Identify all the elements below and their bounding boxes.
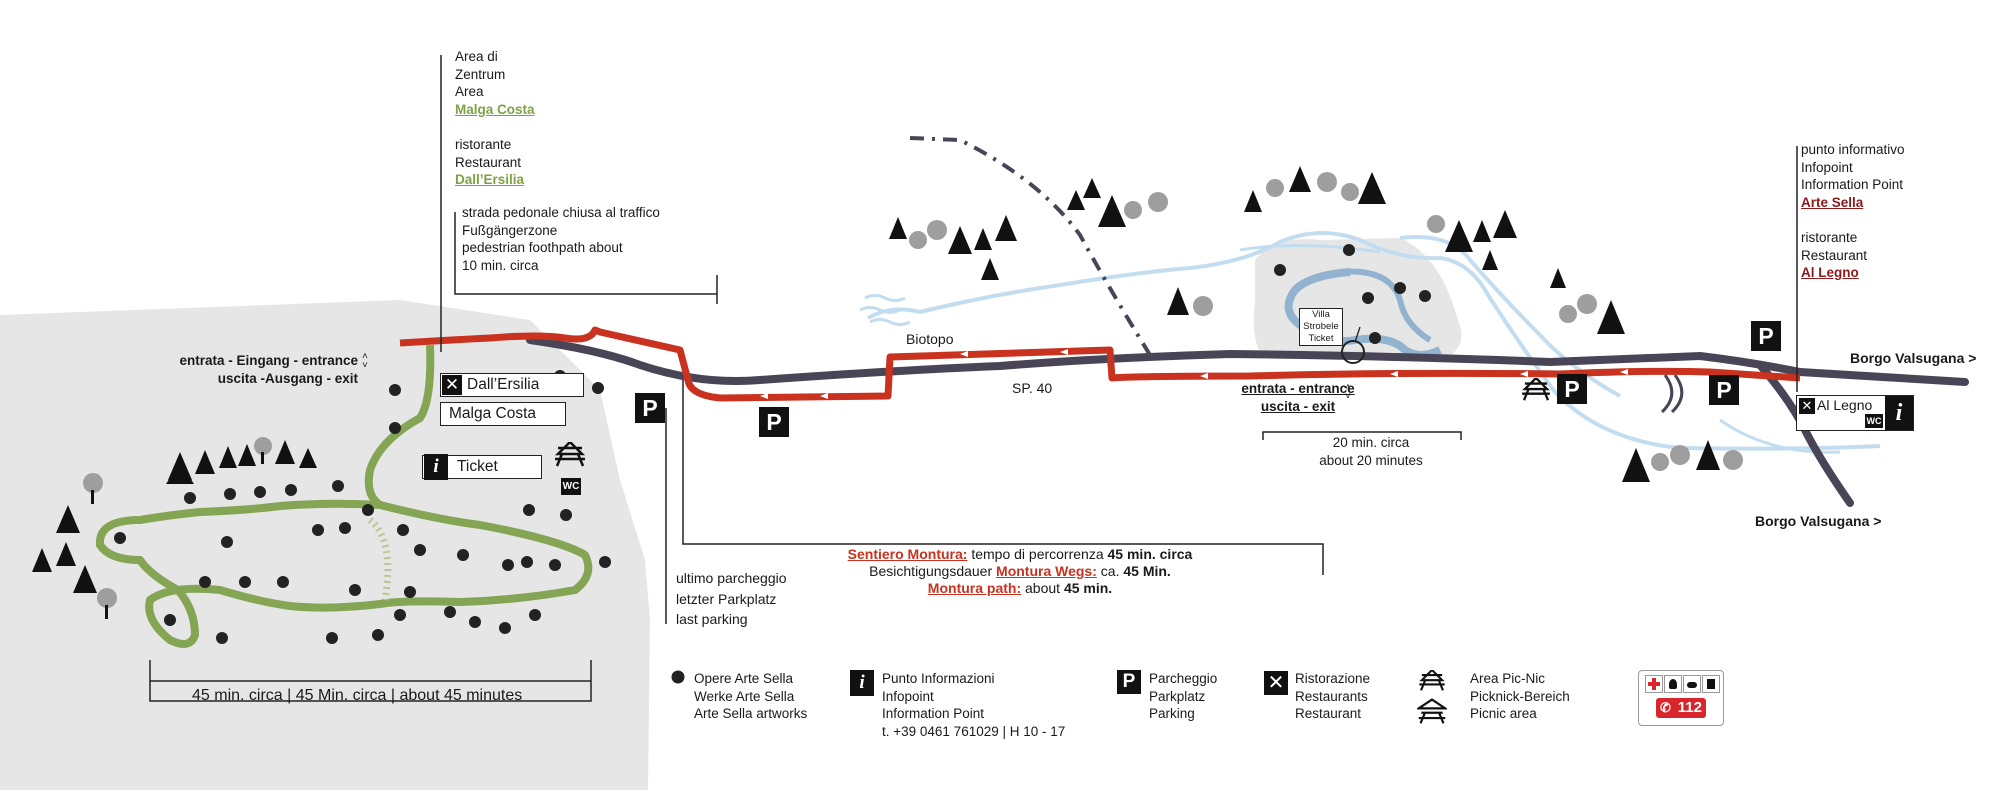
info-icon: i <box>424 454 448 480</box>
montura-link-it[interactable]: Sentiero Montura: <box>847 546 968 562</box>
emergency-box: ✆ 112 <box>1638 670 1724 726</box>
phone-icon: ✆ <box>1660 700 1671 715</box>
picnic-icon <box>1419 670 1445 691</box>
entrance-arrows-icon: ˄˅ <box>362 351 368 371</box>
label-entrance-right: entrata - entrance uscita - exit <box>1241 381 1355 414</box>
arte-sella-trail <box>95 344 593 648</box>
wc-icon: WC <box>1865 414 1883 428</box>
picnic-shelter-icon <box>1417 698 1447 724</box>
artwork-markers <box>114 244 1431 644</box>
dall-ersilia-link[interactable]: Dall’Ersilia <box>455 172 525 187</box>
artwork-icon <box>671 670 685 684</box>
red-path-arrows <box>760 349 1628 399</box>
parking-icon[interactable]: P <box>1751 321 1781 351</box>
entrance-right-arrows-icon: ˄˅ <box>1345 382 1351 402</box>
label-45min: 45 min. circa | 45 Min. circa | about 45… <box>192 687 523 704</box>
al-legno-link[interactable]: Al Legno <box>1801 265 1859 280</box>
parking-icon[interactable]: P <box>1709 375 1739 405</box>
label-sp40: SP. 40 <box>1012 380 1053 396</box>
malga-costa-link[interactable]: Malga Costa <box>455 101 535 117</box>
villa-ticket-marker <box>1341 340 1365 364</box>
river <box>866 231 1881 451</box>
mountain-rescue-icon <box>1702 675 1720 693</box>
picnic-icon <box>1522 378 1550 401</box>
dall-ersilia-box[interactable]: Dall’Ersilia <box>440 373 584 397</box>
villa-strobele-box[interactable]: Villa Strobele Ticket <box>1299 308 1343 346</box>
label-borgo-top: Borgo Valsugana > <box>1850 350 1977 366</box>
restaurant-icon: ✕ <box>1264 671 1288 695</box>
parking-icon: P <box>1117 670 1141 694</box>
tree-icons <box>32 166 1720 593</box>
dotted-trail <box>909 136 1152 357</box>
label-pedestrian: strada pedonale chiusa al traffico Fußgä… <box>462 205 660 273</box>
label-area-zentrum: Area di Zentrum Area Malga Costa ristora… <box>455 49 535 187</box>
malga-costa-box[interactable]: Malga Costa <box>440 402 566 426</box>
parking-icon[interactable]: P <box>759 407 789 437</box>
label-entrance-left: entrata - Eingang - entrance uscita -Aus… <box>179 353 358 386</box>
picnic-icon <box>554 442 586 467</box>
arte-sella-link[interactable]: Arte Sella <box>1801 194 1864 210</box>
label-last-parking: ultimo parcheggio letzter Parkplatz last… <box>676 570 787 627</box>
emergency-number: ✆ 112 <box>1656 698 1706 718</box>
info-icon: i <box>1885 396 1913 430</box>
parking-icon[interactable]: P <box>635 393 665 423</box>
al-legno-box[interactable]: ✕ Al Legno WC i <box>1796 395 1914 431</box>
wc-icon: WC <box>561 478 581 495</box>
label-borgo-bottom: Borgo Valsugana > <box>1755 513 1882 529</box>
montura-path <box>399 326 1801 402</box>
first-aid-icon <box>1645 675 1663 693</box>
road-branch <box>1756 361 1854 507</box>
restaurant-icon: ✕ <box>1799 398 1815 414</box>
info-icon: i <box>850 670 874 696</box>
montura-link-en[interactable]: Montura path: <box>927 580 1022 596</box>
label-20min: 20 min. circa about 20 minutes <box>1319 435 1423 468</box>
helicopter-icon <box>1683 675 1701 693</box>
label-infopoint-right: punto informativo Infopoint Information … <box>1801 142 1905 280</box>
parking-icon[interactable]: P <box>1557 374 1587 404</box>
rescue-icon <box>1664 675 1682 693</box>
leader-lines <box>149 55 1798 702</box>
montura-link-de[interactable]: Montura Wegs: <box>996 563 1097 579</box>
montura-info: Sentiero Montura: tempo di percorrenza 4… <box>847 546 1193 596</box>
deciduous-trees <box>83 172 1743 619</box>
label-biotopo: Biotopo <box>906 331 954 347</box>
restaurant-icon: ✕ <box>442 375 462 395</box>
